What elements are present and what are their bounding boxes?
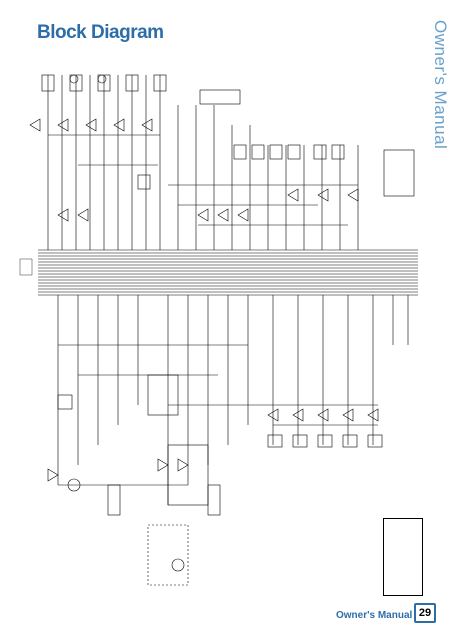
footer-label: Owner's Manual xyxy=(336,610,413,621)
amplifier-symbols xyxy=(29,118,379,482)
page-number: 29 xyxy=(414,603,436,623)
cross-connections xyxy=(48,134,378,486)
upper-channel-lines xyxy=(47,75,359,250)
block-diagram xyxy=(19,74,418,586)
lower-channel-lines xyxy=(57,295,409,505)
circle-symbols xyxy=(67,74,185,572)
note-box xyxy=(383,518,423,596)
bottom-jacks xyxy=(57,374,383,586)
top-jacks xyxy=(41,74,415,197)
main-bus-lines xyxy=(38,249,418,296)
page-title: Block Diagram xyxy=(37,22,164,43)
note-text xyxy=(384,519,424,597)
